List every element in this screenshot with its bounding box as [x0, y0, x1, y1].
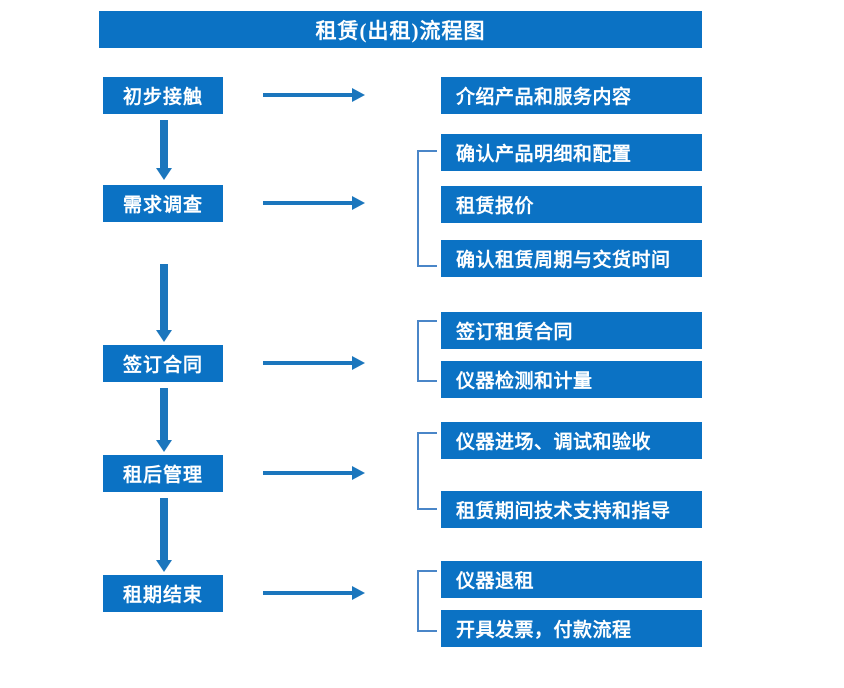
group-bracket-needs-survey [417, 150, 437, 267]
arrow-shaft [160, 498, 168, 560]
detail-box-confirm-rental-period[interactable]: 确认租赁周期与交货时间 [441, 240, 702, 277]
stage-box-needs-survey[interactable]: 需求调查 [103, 185, 223, 222]
arrow-head-down-icon [156, 168, 172, 180]
stage-box-rental-end[interactable]: 租期结束 [103, 575, 223, 612]
detail-box-instrument-return[interactable]: 仪器退租 [441, 561, 702, 598]
arrow-head-right-icon [352, 196, 365, 210]
detail-arrow-right-5 [263, 586, 365, 600]
arrow-head-down-icon [156, 560, 172, 572]
detail-box-instrument-inspection[interactable]: 仪器检测和计量 [441, 361, 702, 398]
detail-arrow-right-3 [263, 356, 365, 370]
arrow-head-right-icon [352, 356, 365, 370]
arrow-head-right-icon [352, 586, 365, 600]
detail-box-instrument-entry-commissioning[interactable]: 仪器进场、调试和验收 [441, 422, 702, 459]
stage-box-initial-contact[interactable]: 初步接触 [103, 77, 223, 114]
arrow-shaft [160, 264, 168, 330]
chart-title: 租赁(出租)流程图 [99, 11, 702, 48]
flow-arrow-down-4 [156, 498, 172, 574]
arrow-shaft [263, 201, 354, 205]
detail-box-invoice-payment[interactable]: 开具发票，付款流程 [441, 610, 702, 647]
stage-box-sign-contract[interactable]: 签订合同 [103, 345, 223, 382]
arrow-head-down-icon [156, 330, 172, 342]
arrow-shaft [263, 591, 354, 595]
flow-arrow-down-3 [156, 388, 172, 454]
detail-box-introduce-products[interactable]: 介绍产品和服务内容 [441, 77, 702, 114]
group-bracket-sign-contract [417, 320, 437, 382]
arrow-head-right-icon [352, 88, 365, 102]
detail-arrow-right-4 [263, 466, 365, 480]
detail-box-sign-rental-contract[interactable]: 签订租赁合同 [441, 312, 702, 349]
arrow-head-down-icon [156, 440, 172, 452]
arrow-shaft [160, 388, 168, 440]
group-bracket-post-rental-management [417, 432, 437, 510]
stage-box-post-rental-management[interactable]: 租后管理 [103, 455, 223, 492]
detail-box-confirm-product-details[interactable]: 确认产品明细和配置 [441, 134, 702, 171]
detail-arrow-right-1 [263, 88, 365, 102]
detail-arrow-right-2 [263, 196, 365, 210]
flow-arrow-down-2 [156, 264, 172, 344]
group-bracket-rental-end [417, 570, 437, 632]
detail-box-technical-support[interactable]: 租赁期间技术支持和指导 [441, 491, 702, 528]
arrow-head-right-icon [352, 466, 365, 480]
flow-arrow-down-1 [156, 120, 172, 182]
arrow-shaft [160, 120, 168, 168]
arrow-shaft [263, 361, 354, 365]
arrow-shaft [263, 93, 354, 97]
detail-box-rental-quotation[interactable]: 租赁报价 [441, 186, 702, 223]
arrow-shaft [263, 471, 354, 475]
